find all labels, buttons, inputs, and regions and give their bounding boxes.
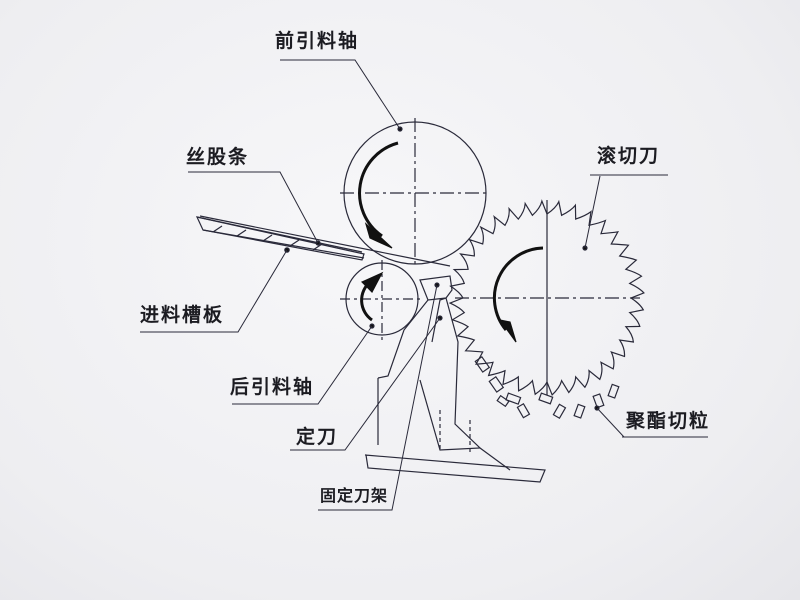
label-rear-feed-roller: 后引料轴 [230,376,315,398]
label-knife-holder: 固定刀架 [320,486,389,505]
knife-holder [364,447,546,483]
label-feed-trough: 进料槽板 [140,304,225,326]
label-fixed-knife: 定刀 [296,426,339,448]
label-front-feed-roller: 前引料轴 [275,30,360,52]
strand [199,215,451,267]
label-pellets: 聚酯切粒 [626,410,711,432]
leader-lines [140,59,708,511]
label-rotary-cutter: 滚切刀 [597,145,661,167]
rotary-cutter [448,199,645,396]
fixed-knife [377,275,482,452]
rear-feed-roller [340,260,420,340]
feed-trough [195,216,365,261]
label-strand: 丝股条 [186,146,250,168]
pellets [474,355,620,420]
front-feed-roller [340,118,490,268]
